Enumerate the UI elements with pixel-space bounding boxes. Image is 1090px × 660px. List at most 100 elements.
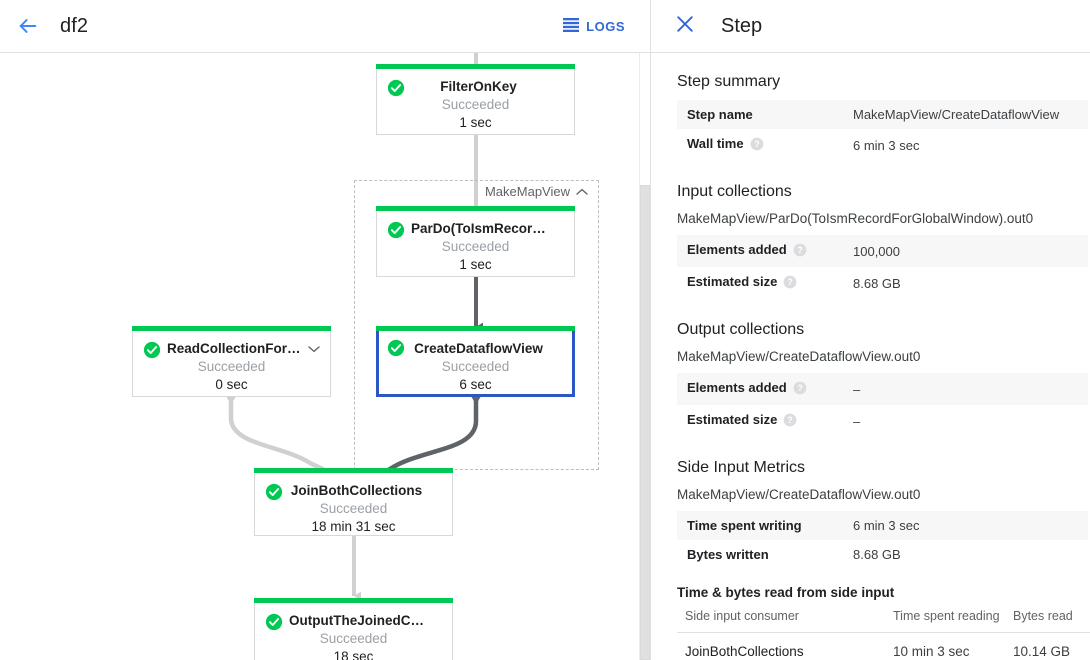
node-status-bar — [254, 598, 453, 603]
help-icon[interactable]: ? — [793, 243, 807, 260]
node-status: Succeeded — [319, 631, 388, 646]
node-status: Succeeded — [319, 501, 388, 516]
section-heading-output-collections: Output collections — [677, 321, 805, 338]
section-heading-side-input-read: Time & bytes read from side input — [677, 585, 895, 600]
spacer — [651, 299, 1090, 321]
close-button[interactable] — [665, 6, 705, 46]
node-status: Succeeded — [441, 359, 510, 374]
back-button[interactable] — [6, 4, 50, 48]
close-icon — [675, 14, 695, 39]
node-status: Succeeded — [441, 97, 510, 112]
svg-text:?: ? — [788, 415, 793, 425]
node-name: JoinBothCollections — [290, 483, 423, 498]
pane-divider — [650, 0, 651, 660]
node-status-bar — [376, 206, 575, 211]
section-heading-side-input-metrics: Side Input Metrics — [677, 459, 806, 476]
side-input-metrics-table: Time spent writing 6 min 3 sec Bytes wri… — [677, 511, 1088, 569]
row-value: 100,000 — [843, 235, 1088, 267]
graph-canvas[interactable]: MakeMapView FilterOnKey — [0, 53, 651, 660]
cell-time-read: 10 min 3 sec — [885, 632, 1005, 660]
node-duration: 6 sec — [459, 377, 492, 392]
graph-node-output-the-joined-collection[interactable]: OutputTheJoinedCollec… Succeeded 18 sec — [254, 598, 453, 660]
node-duration: 1 sec — [459, 257, 492, 272]
row-value: MakeMapView/CreateDataflowView — [843, 100, 1088, 129]
input-collection-name: MakeMapView/ParDo(ToIsmRecordForGlobalWi… — [677, 211, 1034, 226]
help-icon[interactable]: ? — [783, 413, 797, 430]
help-icon[interactable]: ? — [793, 381, 807, 398]
graph-node-create-dataflow-view[interactable]: CreateDataflowView Succeeded 6 sec — [376, 326, 575, 397]
table-row: Elements added? – — [677, 373, 1088, 405]
node-status-bar — [254, 468, 453, 473]
row-key: Estimated size? — [677, 267, 843, 299]
group-collapse-toggle[interactable]: MakeMapView — [485, 184, 588, 199]
row-value: 6 min 3 sec — [853, 137, 920, 153]
table-row: Wall time? 6 min 3 sec — [677, 129, 1088, 161]
graph-node-join-both-collections[interactable]: JoinBothCollections Succeeded 18 min 31 … — [254, 468, 453, 536]
spacer — [651, 161, 1090, 183]
row-key: Wall time? — [677, 129, 843, 161]
output-collections-table: Elements added? – Estimated size? – — [677, 373, 1088, 437]
node-duration: 18 min 31 sec — [311, 519, 396, 534]
node-name: ReadCollectionForJoin — [167, 341, 315, 356]
chevron-down-icon[interactable] — [306, 341, 322, 357]
graph-edges — [226, 53, 484, 601]
spacer — [651, 569, 1090, 585]
side-input-collection-name: MakeMapView/CreateDataflowView.out0 — [677, 487, 921, 502]
top-app-bar: df2 LOGS — [0, 0, 651, 53]
node-status-bar — [376, 64, 575, 69]
node-status-bar — [132, 326, 331, 331]
page-title: df2 — [60, 14, 89, 37]
table-row[interactable]: JoinBothCollections 10 min 3 sec 10.14 G… — [677, 632, 1090, 660]
column-header-bytes-read: Bytes read — [1005, 606, 1090, 633]
check-circle-icon — [265, 483, 283, 501]
node-name: FilterOnKey — [440, 79, 517, 94]
table-row: Estimated size? – — [677, 405, 1088, 437]
row-value: – — [853, 413, 861, 429]
check-circle-icon — [387, 79, 405, 97]
arrow-left-icon — [17, 15, 39, 37]
svg-text:?: ? — [797, 245, 802, 255]
row-key: Step name — [677, 100, 843, 129]
list-icon — [563, 17, 580, 35]
step-summary-table: Step name MakeMapView/CreateDataflowView… — [677, 100, 1088, 161]
graph-node-filter-on-key[interactable]: FilterOnKey Succeeded 1 sec — [376, 64, 575, 135]
group-box-makemapview[interactable]: MakeMapView — [354, 180, 599, 470]
svg-text:?: ? — [797, 383, 802, 393]
cell-bytes-read: 10.14 GB — [1005, 632, 1090, 660]
row-key: Elements added? — [677, 373, 843, 405]
row-key: Elements added? — [677, 235, 843, 267]
node-duration: 0 sec — [215, 377, 248, 392]
panel-title: Step — [721, 14, 763, 37]
panel-body: Step summary Step name MakeMapView/Creat… — [651, 53, 1090, 660]
row-value: 8.68 GB — [853, 547, 901, 562]
edge-view-to-join — [362, 394, 479, 486]
help-icon[interactable]: ? — [750, 137, 764, 154]
panel-header: Step — [651, 0, 1090, 53]
cell-consumer: JoinBothCollections — [677, 632, 885, 660]
svg-text:?: ? — [788, 277, 793, 287]
check-circle-icon — [265, 613, 283, 631]
table-row: Bytes written 8.68 GB — [677, 540, 1088, 569]
node-name: OutputTheJoinedCollec… — [289, 613, 452, 628]
row-key: Time spent writing — [677, 511, 843, 540]
graph-node-pardo-toismrecord[interactable]: ParDo(ToIsmRecordFor… Succeeded 1 sec — [376, 206, 575, 277]
output-collection-name: MakeMapView/CreateDataflowView.out0 — [677, 349, 921, 364]
side-input-consumers-table: Side input consumer Time spent reading B… — [677, 606, 1090, 660]
logs-button[interactable]: LOGS — [559, 12, 629, 41]
section-heading-step-summary: Step summary — [677, 73, 781, 90]
node-name: CreateDataflowView — [414, 341, 543, 356]
scrollbar-thumb[interactable] — [640, 185, 650, 660]
table-row: Estimated size? 8.68 GB — [677, 267, 1088, 299]
row-value: 6 min 3 sec — [843, 511, 1088, 540]
check-circle-icon — [387, 339, 405, 357]
node-status: Succeeded — [197, 359, 266, 374]
help-icon[interactable]: ? — [783, 275, 797, 292]
node-name: ParDo(ToIsmRecordFor… — [411, 221, 574, 236]
graph-vertical-scrollbar[interactable] — [639, 53, 650, 660]
row-key: Estimated size? — [677, 405, 843, 437]
row-value: – — [843, 373, 1088, 405]
graph-node-read-collection-for-join[interactable]: ReadCollectionForJoin Succeeded 0 sec — [132, 326, 331, 397]
column-header-consumer: Side input consumer — [677, 606, 885, 633]
node-status: Succeeded — [441, 239, 510, 254]
group-label-text: MakeMapView — [484, 184, 570, 199]
